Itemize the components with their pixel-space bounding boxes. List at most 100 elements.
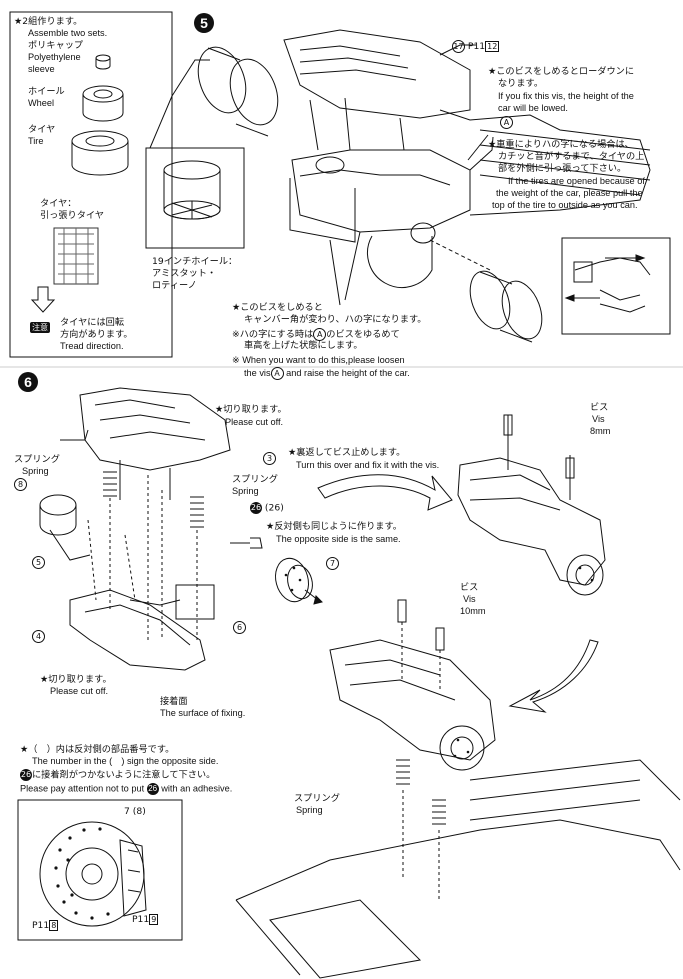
tread-direction-en: Tread direction. bbox=[60, 341, 124, 351]
camber-note-jp-3a: ※ハの字にする時は bbox=[232, 329, 314, 340]
note-adhesive-jp: 26に接着剤がつかないように注意して下さい。 bbox=[20, 769, 215, 781]
part-3-marker: 3 bbox=[263, 452, 276, 465]
vis-10mm-jp: ビス bbox=[460, 582, 479, 593]
part-7-marker: 7 bbox=[326, 557, 339, 570]
wheel-label-jp: ホイール bbox=[28, 86, 65, 97]
note-adhesive-en: Please pay attention not to put 26 with … bbox=[20, 783, 232, 795]
part-5-number: 5 bbox=[32, 556, 45, 569]
note-adhesive-en-a: Please pay attention not to put bbox=[20, 783, 145, 794]
lowdown-note-en-1: If you fix this vis, the height of the bbox=[498, 91, 634, 101]
tire-open-note-en-2: the weight of the car, please pull the bbox=[496, 188, 643, 198]
lowdown-note-jp-1: ★このビスをしめるとローダウンに bbox=[488, 66, 635, 77]
marker-a-inline-en: A bbox=[270, 367, 284, 380]
part-8-number: 8 bbox=[14, 478, 27, 491]
wheel-name-2: アミスタット・ bbox=[152, 268, 217, 279]
wheel-label-en: Wheel bbox=[28, 98, 55, 108]
note-part-26-en: 26 bbox=[146, 783, 159, 795]
fix-vis-en: Turn this over and fix it with the vis. bbox=[296, 460, 440, 470]
tire-open-note-jp-2: カチッと音がするまで、タイヤの上 bbox=[498, 151, 645, 162]
camber-note-jp-4: 車高を上げた状態にします。 bbox=[244, 340, 363, 351]
camber-note-jp-2: キャンバー角が変わり、ハの字になります。 bbox=[244, 314, 427, 325]
part-4-marker: 4 bbox=[32, 630, 45, 643]
vis-8mm-jp: ビス bbox=[590, 402, 609, 413]
cut-off-bottom-en: Please cut off. bbox=[50, 686, 109, 696]
spring-left-en: Spring bbox=[22, 466, 49, 476]
camber-note-en-2a: the vis bbox=[244, 367, 271, 378]
tire-open-note-en-3: top of the tire to outside as you can. bbox=[492, 200, 638, 210]
caution-badge: 注意 bbox=[30, 322, 50, 333]
tire-open-note-jp-3: 部を外側に引っ張って下さい。 bbox=[498, 163, 627, 174]
cut-off-top-en: Please cut off. bbox=[225, 417, 284, 427]
wheel-name-3: ロティーノ bbox=[152, 280, 197, 291]
part-8-marker: 8 bbox=[14, 478, 27, 491]
vis-10mm-en: Vis bbox=[463, 594, 476, 604]
opposite-side-en: The opposite side is the same. bbox=[276, 534, 401, 544]
tread-note-jp-2: 方向があります。 bbox=[60, 329, 133, 340]
part-17-marker: 17 bbox=[452, 40, 465, 53]
step-5-number: 5 bbox=[194, 13, 214, 33]
tire-label-jp: タイヤ bbox=[28, 124, 56, 135]
sleeve-label-jp: ポリキャップ bbox=[28, 40, 84, 51]
tire-label-en: Tire bbox=[28, 136, 44, 146]
lowdown-note-en-2: car will be lowed. bbox=[498, 103, 568, 113]
note-opposite-number-jp: ★（ ）内は反対側の部品番号です。 bbox=[20, 744, 175, 755]
tire-open-note-jp-1: ★車重によりハの字になる場合は、 bbox=[488, 139, 634, 150]
part-26-paren: (26) bbox=[264, 502, 284, 514]
opposite-side-jp: ★反対側も同じように作ります。 bbox=[266, 521, 402, 532]
inset-page-ref-right-box: 9 bbox=[149, 914, 159, 925]
cut-off-bottom-jp: ★切り取ります。 bbox=[40, 674, 112, 685]
note-adhesive-en-b: with an adhesive. bbox=[161, 783, 233, 794]
note-part-26-jp: 26 bbox=[20, 769, 32, 781]
marker-a-circle: A bbox=[500, 116, 513, 129]
spring-lower-en: Spring bbox=[296, 805, 323, 815]
part-26-number: 26 bbox=[250, 502, 262, 514]
part-5-marker: 5 bbox=[32, 556, 45, 569]
part-26-reference: 26 (26) bbox=[250, 502, 284, 514]
fixing-surface-jp: 接着面 bbox=[160, 696, 188, 707]
camber-note-jp-1: ★このビスをしめると bbox=[232, 302, 323, 313]
tire-type-value: 引っ張りタイヤ bbox=[40, 210, 105, 221]
assemble-two-sets-en: Assemble two sets. bbox=[28, 28, 108, 38]
vis-8mm-size: 8mm bbox=[590, 426, 611, 436]
page-ref-p11: P11 bbox=[467, 41, 486, 52]
part-3-number: 3 bbox=[263, 452, 276, 465]
spring-mid-en: Spring bbox=[232, 486, 259, 496]
sleeve-label-en-2: sleeve bbox=[28, 64, 55, 74]
part-6-marker: 6 bbox=[233, 621, 246, 634]
cut-off-top-jp: ★切り取ります。 bbox=[215, 404, 287, 415]
marker-a: A bbox=[500, 116, 513, 129]
tire-open-note-en-1: If the tires are opened because of bbox=[508, 176, 645, 186]
vis-8mm-en: Vis bbox=[592, 414, 605, 424]
step5-assembly-box bbox=[9, 11, 173, 358]
assemble-two-sets-jp: ★2組作ります。 bbox=[14, 16, 83, 27]
fix-vis-jp: ★裏返してビス止めします。 bbox=[288, 447, 406, 458]
camber-note-jp-3b: のビスをゆるめて bbox=[326, 329, 400, 340]
sleeve-label-en-1: Polyethylene bbox=[28, 52, 81, 62]
wheel-name-1: 19インチホイール： bbox=[152, 256, 238, 267]
inset-part-7-8-label: 7 (8) bbox=[124, 806, 146, 817]
lowdown-note-jp-2: なります。 bbox=[498, 78, 544, 89]
camber-note-en-2b: and raise the height of the car. bbox=[286, 367, 410, 378]
spring-left-jp: スプリング bbox=[14, 454, 60, 465]
part-4-number: 4 bbox=[32, 630, 45, 643]
note-adhesive-jp-text: に接着剤がつかないように注意して下さい。 bbox=[32, 769, 216, 781]
inset-page-ref-left-box: 8 bbox=[49, 920, 59, 931]
spring-mid-jp: スプリング bbox=[232, 474, 278, 485]
tread-note-jp-1: タイヤには回転 bbox=[60, 317, 125, 328]
fixing-surface-en: The surface of fixing. bbox=[160, 708, 246, 718]
inset-page-ref-left-page: P11 bbox=[32, 920, 50, 931]
page-ref-box-12: 12 bbox=[485, 41, 500, 52]
inset-page-ref-right-page: P11 bbox=[132, 914, 150, 925]
camber-note-en-1: ※ When you want to do this,please loosen bbox=[232, 355, 405, 365]
note-opposite-number-en: The number in the ( ) sign the opposite … bbox=[32, 756, 219, 766]
tire-type-label: タイヤ： bbox=[40, 198, 77, 209]
part-6-number: 6 bbox=[233, 621, 246, 634]
part-7-number: 7 bbox=[326, 557, 339, 570]
